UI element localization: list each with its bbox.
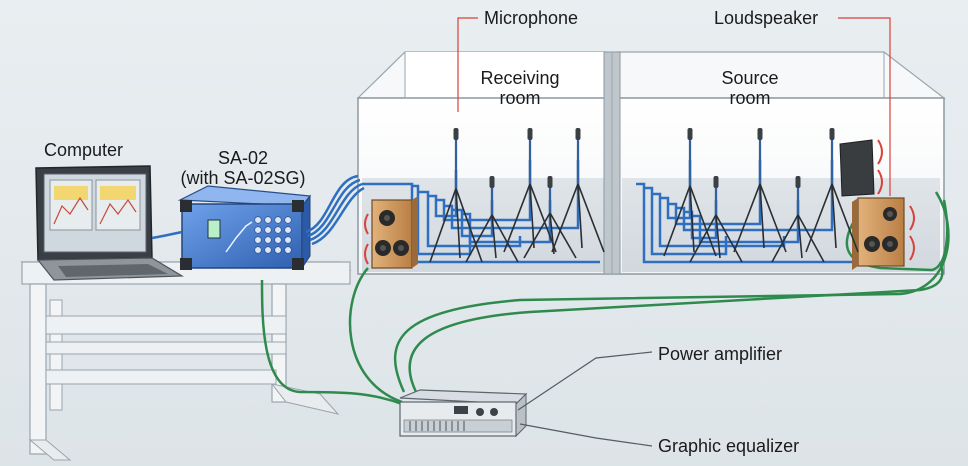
receiving-room-line-2: room [499, 88, 541, 108]
microphone-icon [713, 176, 719, 188]
microphone-stand [429, 128, 483, 263]
microphone-stand [805, 128, 859, 253]
microphone-stand [503, 128, 557, 253]
power-amplifier-equalizer [399, 389, 528, 438]
source-room-label: Source room [700, 68, 800, 108]
laptop-computer [35, 165, 185, 281]
microphone-icon [829, 128, 835, 140]
receiving-room-line-1: Receiving [480, 68, 560, 88]
microphone-stand [733, 128, 787, 253]
microphone-stand [465, 176, 519, 263]
microphone-icon [527, 128, 533, 140]
loudspeaker-label: Loudspeaker [714, 8, 819, 28]
table [20, 261, 352, 461]
microphone-icon [795, 176, 801, 188]
microphone-icon [575, 128, 581, 140]
receiving-room-label: Receiving room [470, 68, 570, 108]
device-label-line-2: (with SA-02SG) [180, 168, 306, 188]
power-amplifier-label: Power amplifier [658, 344, 783, 364]
microphone-stand [523, 176, 577, 259]
microphone-stand [771, 176, 825, 263]
microphone-stands [429, 128, 859, 263]
microphone-icon [547, 176, 553, 188]
microphone-stand [689, 176, 743, 263]
microphone-icon [489, 176, 495, 188]
source-room-line-2: room [729, 88, 771, 108]
microphone-label: Microphone [484, 8, 579, 28]
microphone-stand [551, 128, 605, 253]
green-cables [260, 191, 950, 406]
microphone-icon [757, 128, 763, 140]
microphone-stand [663, 128, 717, 257]
graphic-equalizer-label: Graphic equalizer [658, 436, 800, 456]
loudspeakers [364, 139, 915, 270]
device-label-line-1: SA-02 [217, 148, 269, 168]
device-label: SA-02 (with SA-02SG) [168, 148, 318, 188]
computer-label: Computer [44, 140, 124, 160]
callout-lines [457, 17, 891, 447]
microphone-icon [453, 128, 459, 140]
sa-02-analyzer [177, 185, 312, 270]
source-room-line-1: Source [721, 68, 779, 88]
microphone-icon [687, 128, 693, 140]
